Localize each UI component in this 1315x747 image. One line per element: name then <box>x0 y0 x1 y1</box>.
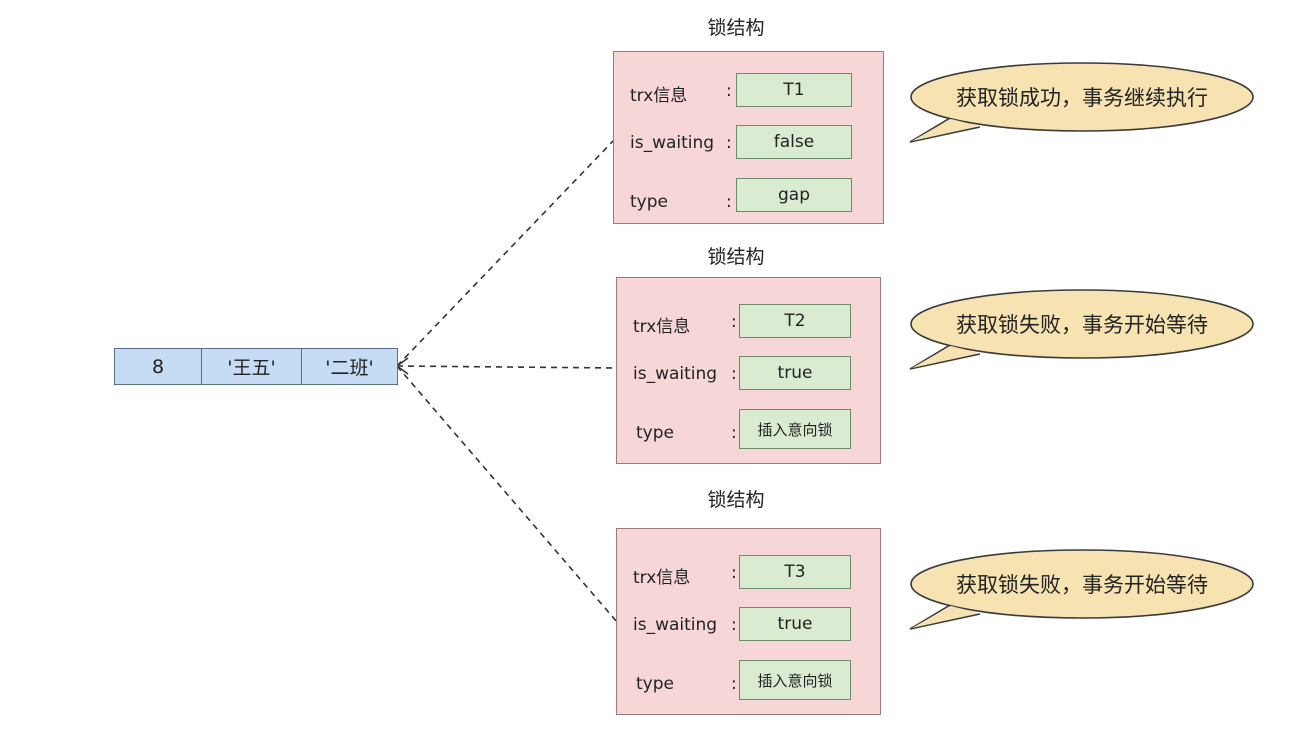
lock-value-type: gap <box>736 178 852 212</box>
lock-label-waiting: is_waiting <box>633 364 718 384</box>
lock-value-waiting: true <box>739 607 851 641</box>
speech-bubble-shape <box>909 549 1254 630</box>
lock-structure-1: trx信息 : T1 is_waiting : false type : gap <box>613 51 884 224</box>
lock-value-waiting: true <box>739 356 851 390</box>
status-bubble-2: 获取锁失败，事务开始等待 <box>909 289 1254 370</box>
status-bubble-3: 获取锁失败，事务开始等待 <box>909 549 1254 630</box>
status-text-1: 获取锁成功，事务继续执行 <box>956 86 1208 110</box>
lock-label-type: type <box>630 192 668 212</box>
lock-label-trx: trx信息 <box>633 568 691 588</box>
lock-title-2: 锁结构 <box>707 246 765 268</box>
lock-colon: : <box>731 312 737 332</box>
connector-line-3 <box>396 365 618 623</box>
lock-row-type: type : 插入意向锁 <box>617 660 880 700</box>
lock-label-trx: trx信息 <box>633 317 691 337</box>
lock-label-type: type <box>636 674 674 694</box>
lock-label-waiting: is_waiting <box>630 133 715 153</box>
lock-label-waiting: is_waiting <box>633 615 718 635</box>
lock-row-waiting: is_waiting : true <box>617 607 880 643</box>
lock-colon: : <box>731 674 737 694</box>
lock-colon: : <box>731 423 737 443</box>
status-text-2: 获取锁失败，事务开始等待 <box>956 313 1208 337</box>
record-cell-id: 8 <box>115 349 202 384</box>
lock-row-type: type : 插入意向锁 <box>617 409 880 449</box>
lock-title-3: 锁结构 <box>707 489 765 511</box>
status-bubble-1: 获取锁成功，事务继续执行 <box>909 62 1254 143</box>
record-cell-name: '王五' <box>202 349 302 384</box>
lock-value-waiting: false <box>736 125 852 159</box>
lock-value-trx: T2 <box>739 304 851 338</box>
lock-colon: : <box>726 192 732 212</box>
lock-colon: : <box>731 364 737 384</box>
lock-row-trx: trx信息 : T3 <box>617 555 880 591</box>
lock-value-type: 插入意向锁 <box>739 660 851 700</box>
connector-line-1 <box>396 139 615 367</box>
speech-bubble-shape <box>909 62 1254 143</box>
lock-structure-2: trx信息 : T2 is_waiting : true type : 插入意向… <box>616 277 881 464</box>
lock-label-type: type <box>636 423 674 443</box>
record-row: 8 '王五' '二班' <box>114 348 398 385</box>
connector-line-2 <box>396 365 618 369</box>
lock-row-waiting: is_waiting : true <box>617 356 880 392</box>
lock-value-trx: T1 <box>736 73 852 107</box>
lock-row-trx: trx信息 : T1 <box>614 73 883 109</box>
connector-arrowhead <box>395 357 409 375</box>
lock-value-type: 插入意向锁 <box>739 409 851 449</box>
speech-bubble-shape <box>909 289 1254 370</box>
lock-value-trx: T3 <box>739 555 851 589</box>
lock-row-trx: trx信息 : T2 <box>617 304 880 340</box>
lock-structure-3: trx信息 : T3 is_waiting : true type : 插入意向… <box>616 528 881 715</box>
lock-row-waiting: is_waiting : false <box>614 125 883 161</box>
lock-label-trx: trx信息 <box>630 86 688 106</box>
record-cell-class: '二班' <box>325 357 374 379</box>
lock-colon: : <box>731 563 737 583</box>
lock-title-1: 锁结构 <box>707 17 765 39</box>
lock-colon: : <box>726 133 732 153</box>
lock-colon: : <box>731 615 737 635</box>
status-text-3: 获取锁失败，事务开始等待 <box>956 573 1208 597</box>
lock-colon: : <box>726 81 732 101</box>
lock-row-type: type : gap <box>614 178 883 214</box>
